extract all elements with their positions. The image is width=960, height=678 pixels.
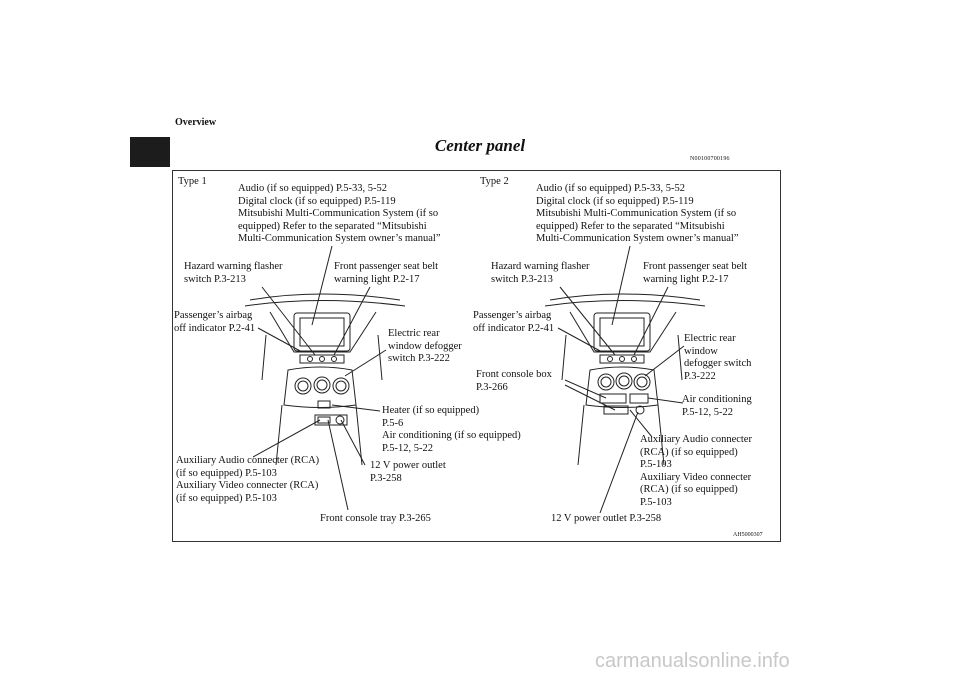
type2-heading: Type 2 — [480, 176, 509, 187]
type2-audio-label: Audio (if so equipped) P.5-33, 5-52 Digi… — [536, 183, 739, 244]
watermark: carmanualsonline.info — [595, 650, 790, 672]
type1-tray-label: Front console tray P.3-265 — [320, 513, 431, 524]
section-title: Overview — [175, 117, 217, 128]
type2-aux-label: Auxiliary Audio connecter (RCA) (if so e… — [640, 434, 752, 508]
center-panel-figure — [172, 170, 781, 542]
type1-heading: Type 1 — [178, 176, 207, 187]
page-title: Center panel — [434, 136, 526, 155]
type1-power-label: 12 V power outlet P.3-258 — [370, 460, 446, 484]
type1-seatbelt-label: Front passenger seat belt warning light … — [334, 261, 439, 285]
type2-dashboard-drawing — [544, 293, 706, 466]
type2-aircon-label: Air conditioning P.5-12, 5-22 — [682, 394, 752, 418]
type2-console-label: Front console box P.3-266 — [476, 369, 552, 393]
type1-hazard-label: Hazard warning flasher switch P.3-213 — [184, 261, 283, 285]
type1-audio-label: Audio (if so equipped) P.5-33, 5-52 Digi… — [238, 183, 441, 244]
section-tab-marker — [130, 137, 170, 167]
type2-hazard-label: Hazard warning flasher switch P.3-213 — [491, 261, 590, 285]
type2-seatbelt-label: Front passenger seat belt warning light … — [643, 261, 748, 285]
type2-defogger-label: Electric rear window defogger switch P.3… — [684, 333, 752, 382]
type1-heater-label: Heater (if so equipped) P.5-6 Air condit… — [382, 405, 521, 454]
type1-aux-label: Auxiliary Audio connecter (RCA) (if so e… — [176, 455, 320, 504]
type1-airbag-label: Passenger’s airbag off indicator P.2-41 — [174, 310, 256, 334]
doc-code: N00100700196 — [690, 156, 730, 162]
figure-id: AH5000307 — [733, 532, 763, 538]
type1-dashboard-drawing — [244, 293, 406, 466]
type2-power-label: 12 V power outlet P.3-258 — [551, 513, 662, 524]
type2-airbag-label: Passenger’s airbag off indicator P.2-41 — [473, 310, 555, 334]
type1-defogger-label: Electric rear window defogger switch P.3… — [388, 328, 462, 364]
